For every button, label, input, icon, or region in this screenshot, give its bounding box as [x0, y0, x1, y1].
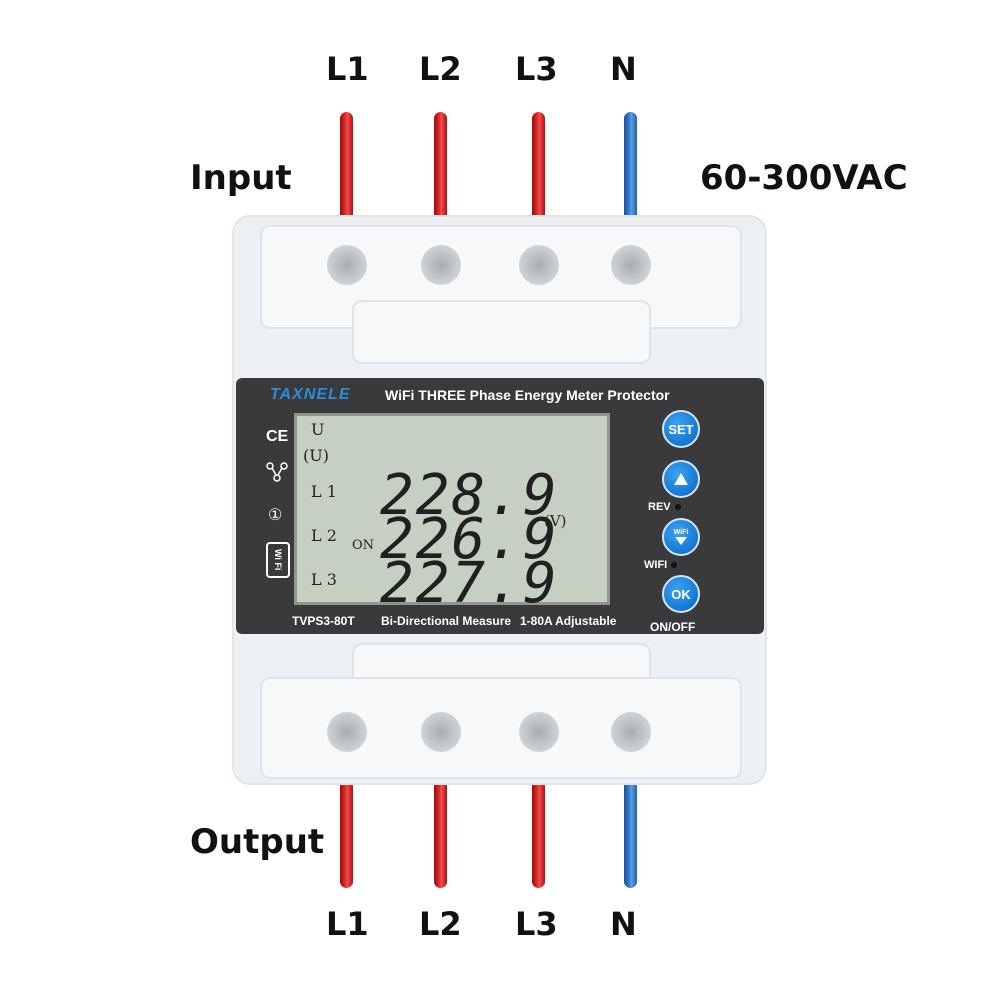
- lcd-value-l2: 226.9: [380, 507, 559, 572]
- terminal-label-bottom-n: N: [610, 905, 637, 943]
- output-label: Output: [190, 822, 325, 862]
- screw-bottom-n: [611, 712, 651, 752]
- info-icon: ①: [268, 507, 283, 524]
- network-icon: [266, 462, 288, 482]
- wire-top-l2: [434, 112, 447, 222]
- triangle-up-icon: [674, 473, 688, 485]
- wifi-led-icon: [671, 562, 678, 569]
- terminal-label-bottom-l2: L2: [419, 905, 462, 943]
- wire-bottom-l2: [434, 780, 447, 888]
- wifi-down-button[interactable]: WiFi: [662, 518, 700, 556]
- lcd-u-label: U: [311, 420, 325, 439]
- lcd-u-paren-label: (U): [303, 446, 329, 465]
- wire-top-l1: [340, 112, 353, 222]
- wifi-indicator: WIFI: [644, 559, 678, 571]
- screw-top-l2: [421, 245, 461, 285]
- terminal-label-top-n: N: [610, 50, 637, 88]
- wifi-badge-icon: Wi Fi: [266, 542, 290, 578]
- lcd-unit-label: (V): [544, 512, 567, 530]
- rev-indicator: REV: [648, 501, 681, 513]
- screw-bottom-l3: [519, 712, 559, 752]
- wifi-badge-text: Wi Fi: [273, 549, 283, 571]
- set-button[interactable]: SET: [662, 410, 700, 448]
- lcd-phase-l2: L 2: [311, 526, 337, 545]
- screw-bottom-l1: [327, 712, 367, 752]
- lcd-value-l1: 228.9: [380, 463, 559, 528]
- ce-mark-icon: CE: [266, 428, 289, 445]
- lcd-on-indicator: ON: [352, 538, 375, 553]
- top-clamp-block: [352, 300, 651, 364]
- onoff-label: ON/OFF: [650, 620, 696, 634]
- voltage-range-label: 60-300VAC: [700, 158, 908, 198]
- lcd-phase-l3: L 3: [311, 570, 337, 589]
- screw-top-n: [611, 245, 651, 285]
- feature-bidirectional: Bi-Directional Measure: [381, 614, 512, 628]
- ok-button[interactable]: OK: [662, 575, 700, 613]
- lcd-value-l3: 227.9: [380, 551, 559, 616]
- wifi-button-text: WiFi: [673, 528, 689, 536]
- wire-top-n: [624, 112, 637, 222]
- rev-label: REV: [648, 501, 671, 513]
- lcd-phase-l1: L 1: [311, 482, 337, 501]
- terminal-label-bottom-l3: L3: [515, 905, 558, 943]
- screw-top-l3: [519, 245, 559, 285]
- rev-led-icon: [674, 504, 681, 511]
- triangle-down-icon: [675, 536, 687, 545]
- terminal-label-bottom-l1: L1: [326, 905, 369, 943]
- device-title: WiFi THREE Phase Energy Meter Protector: [385, 387, 670, 403]
- wire-top-l3: [532, 112, 545, 222]
- model-label: TVPS3-80T: [292, 614, 355, 628]
- wire-bottom-l1: [340, 780, 353, 888]
- feature-adjustable: 1-80A Adjustable: [520, 614, 617, 628]
- wire-bottom-n: [624, 780, 637, 888]
- brand-logo: TAXNELE: [270, 386, 351, 403]
- terminal-label-top-l1: L1: [326, 50, 369, 88]
- screw-top-l1: [327, 245, 367, 285]
- up-button[interactable]: [662, 460, 700, 498]
- lcd-display: [294, 413, 610, 605]
- screw-bottom-l2: [421, 712, 461, 752]
- terminal-label-top-l2: L2: [419, 50, 462, 88]
- wire-bottom-l3: [532, 780, 545, 888]
- input-label: Input: [190, 158, 292, 198]
- terminal-label-top-l3: L3: [515, 50, 558, 88]
- wifi-label: WIFI: [644, 559, 668, 571]
